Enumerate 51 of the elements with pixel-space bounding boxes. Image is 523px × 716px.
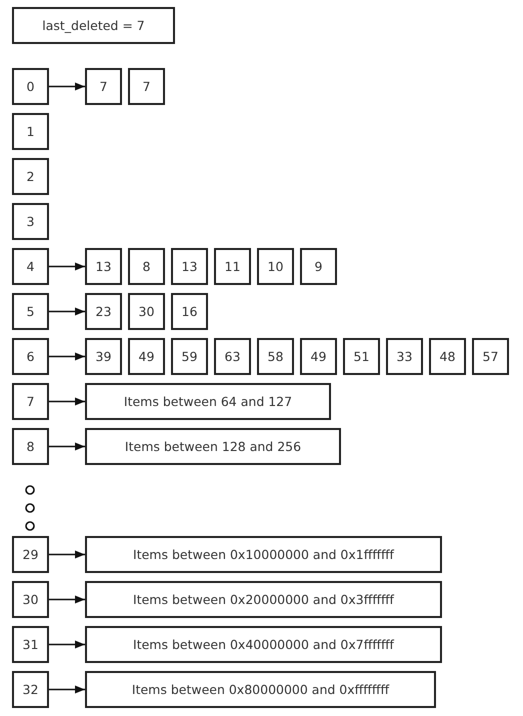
arrow: [49, 640, 85, 648]
list-item: 11: [214, 248, 251, 285]
bucket-index: 6: [12, 338, 49, 375]
list-item: 8: [128, 248, 165, 285]
item-range: Items between 0x80000000 and 0xffffffff: [85, 671, 436, 708]
bucket-index: 32: [12, 671, 49, 708]
arrow: [49, 352, 85, 360]
bucket-index: 30: [12, 581, 49, 618]
list-item: 10: [257, 248, 294, 285]
bucket-index: 3: [12, 203, 49, 240]
list-item: 30: [128, 293, 165, 330]
arrow: [49, 262, 85, 270]
arrow: [49, 308, 85, 316]
list-item: 63: [214, 338, 251, 375]
list-item: 33: [386, 338, 423, 375]
arrow: [49, 686, 85, 694]
bucket-index: 29: [12, 536, 49, 573]
list-item: 7: [85, 68, 122, 105]
list-item: 9: [300, 248, 337, 285]
arrow: [49, 442, 85, 450]
bucket-index: 0: [12, 68, 49, 105]
list-item: 7: [128, 68, 165, 105]
list-item: 13: [85, 248, 122, 285]
bucket-index: 8: [12, 428, 49, 465]
arrow: [49, 550, 85, 558]
arrow: [49, 398, 85, 406]
arrow: [49, 596, 85, 604]
item-range: Items between 0x10000000 and 0x1fffffff: [85, 536, 442, 573]
item-range: Items between 0x40000000 and 0x7fffffff: [85, 626, 442, 663]
list-item: 13: [171, 248, 208, 285]
list-item: 51: [343, 338, 380, 375]
bucket-index: 2: [12, 158, 49, 195]
list-item: 48: [429, 338, 466, 375]
counter-label: last_deleted = 7: [12, 7, 175, 44]
item-range: Items between 64 and 127: [85, 383, 331, 420]
list-item: 39: [85, 338, 122, 375]
list-item: 16: [171, 293, 208, 330]
bucket-index: 31: [12, 626, 49, 663]
list-item: 49: [300, 338, 337, 375]
list-item: 57: [472, 338, 509, 375]
list-item: 58: [257, 338, 294, 375]
item-range: Items between 0x20000000 and 0x3fffffff: [85, 581, 442, 618]
item-range: Items between 128 and 256: [85, 428, 341, 465]
list-item: 23: [85, 293, 122, 330]
arrow: [49, 82, 85, 90]
list-item: 49: [128, 338, 165, 375]
bucket-index: 5: [12, 293, 49, 330]
list-item: 59: [171, 338, 208, 375]
bucket-index: 7: [12, 383, 49, 420]
bucket-index: 4: [12, 248, 49, 285]
bucket-index: 1: [12, 113, 49, 150]
